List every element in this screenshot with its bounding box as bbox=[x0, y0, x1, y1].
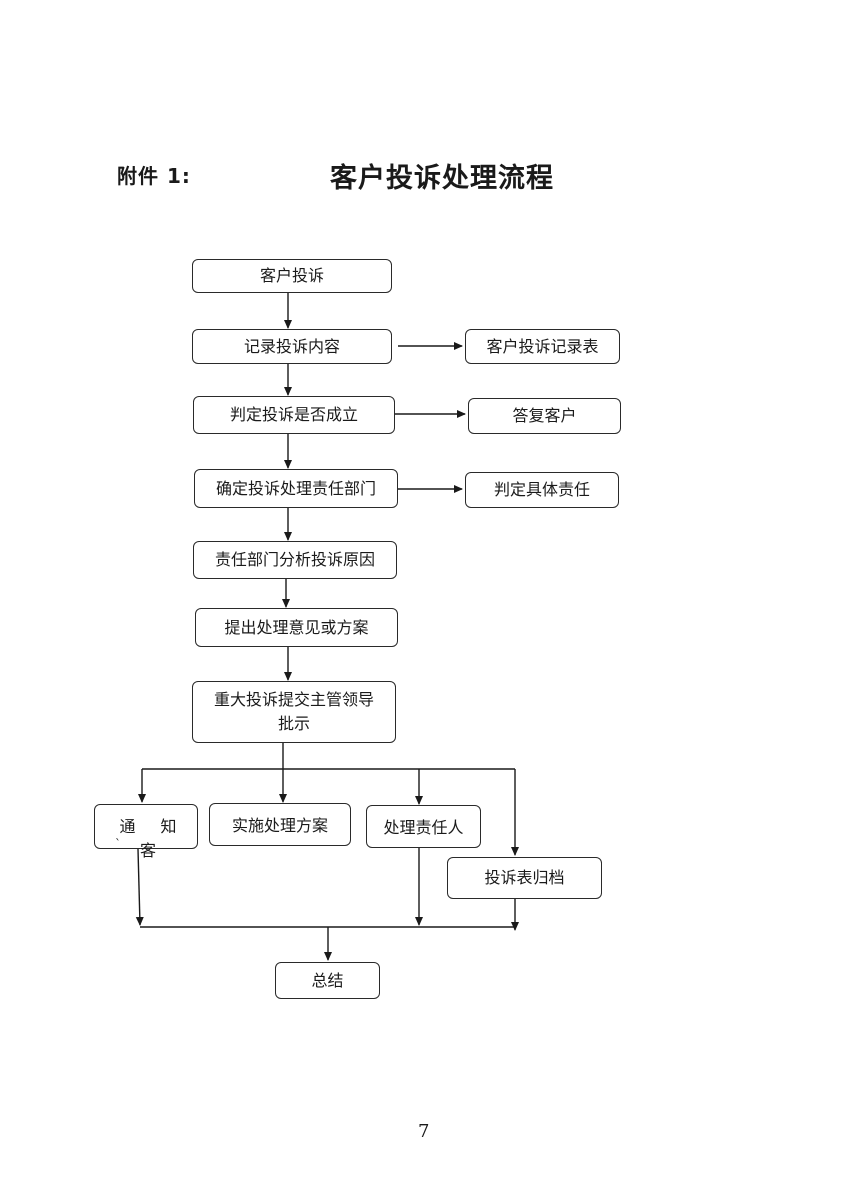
node-major-label-line1: 重大投诉提交主管领导 bbox=[213, 690, 374, 709]
node-analyze-label: 责任部门分析投诉原因 bbox=[214, 550, 375, 569]
attachment-label: 附件 1: bbox=[117, 164, 191, 188]
node-archive: 投诉表归档 bbox=[447, 857, 602, 899]
node-implement-label: 实施处理方案 bbox=[231, 816, 328, 835]
page-title: 客户投诉处理流程 bbox=[330, 163, 554, 194]
node-major: 重大投诉提交主管领导 批示 bbox=[192, 681, 396, 743]
node-responsibility-label: 判定具体责任 bbox=[493, 480, 590, 499]
node-propose-label: 提出处理意见或方案 bbox=[224, 617, 369, 637]
node-summary: 总结 bbox=[275, 962, 380, 999]
node-propose: 提出处理意见或方案 bbox=[195, 608, 398, 647]
node-dept-label: 确定投诉处理责任部门 bbox=[215, 478, 376, 498]
node-handler: 处理责任人 bbox=[366, 805, 481, 848]
node-complaint: 客户投诉 bbox=[192, 259, 392, 293]
node-record-label: 记录投诉内容 bbox=[243, 336, 340, 356]
node-reply: 答复客户 bbox=[468, 398, 621, 434]
node-judge: 判定投诉是否成立 bbox=[193, 396, 395, 434]
node-complaint-label: 客户投诉 bbox=[259, 266, 324, 285]
node-major-label-line2: 批示 bbox=[277, 714, 310, 733]
node-archive-label: 投诉表归档 bbox=[484, 868, 565, 887]
node-record: 记录投诉内容 bbox=[192, 329, 392, 364]
arrow-notify-to-bottom bbox=[135, 848, 144, 926]
node-reply-label: 答复客户 bbox=[512, 406, 577, 425]
node-summary-label: 总结 bbox=[311, 970, 344, 990]
node-dept: 确定投诉处理责任部门 bbox=[194, 469, 398, 508]
page-number: 7 bbox=[418, 1121, 430, 1142]
node-responsibility: 判定具体责任 bbox=[465, 472, 619, 508]
node-implement: 实施处理方案 bbox=[209, 803, 351, 846]
node-handler-label: 处理责任人 bbox=[383, 818, 464, 837]
node-record-form: 客户投诉记录表 bbox=[465, 329, 620, 364]
node-analyze: 责任部门分析投诉原因 bbox=[193, 541, 397, 579]
node-notify-label: 通 知 客 bbox=[119, 817, 187, 860]
node-judge-label: 判定投诉是否成立 bbox=[229, 405, 358, 424]
node-record-form-label: 客户投诉记录表 bbox=[486, 336, 599, 356]
node-notify: 通 知 客 bbox=[94, 804, 198, 860]
stray-mark: ` bbox=[115, 837, 121, 851]
